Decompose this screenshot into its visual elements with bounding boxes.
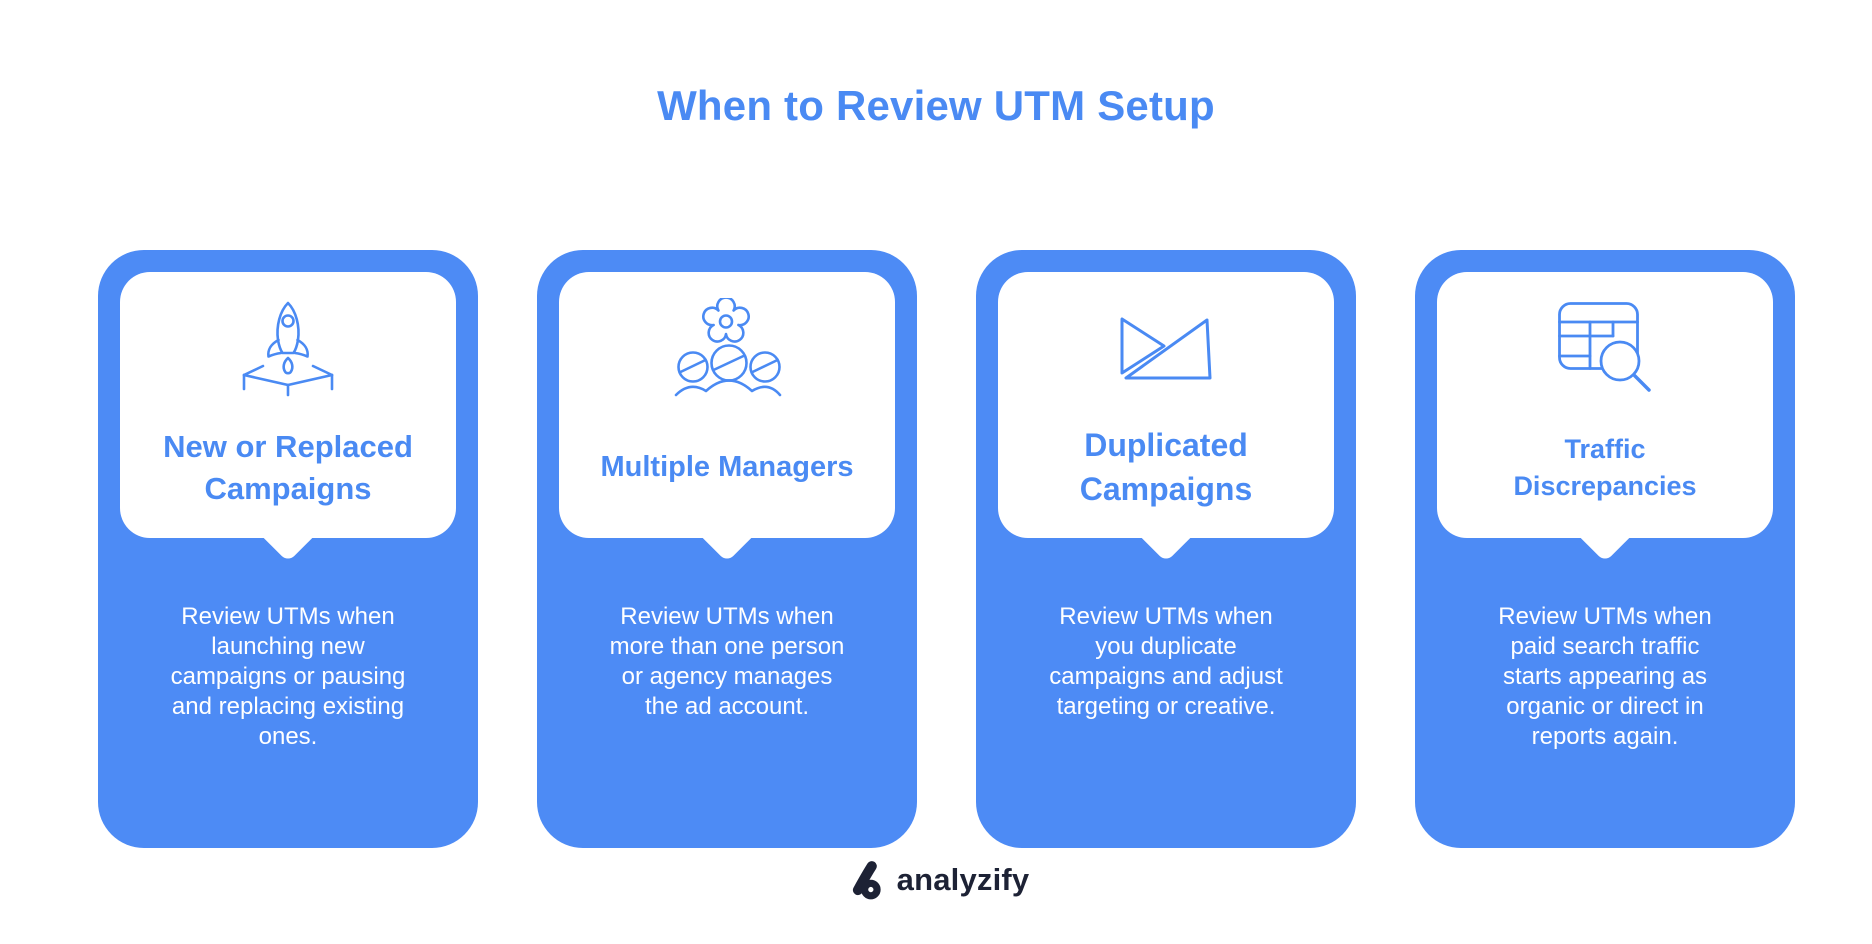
brand-name: analyzify bbox=[896, 862, 1030, 897]
card-duplicated-campaigns: Duplicated Campaigns Review UTMs when yo… bbox=[976, 250, 1356, 848]
rocket-launch-icon bbox=[242, 300, 334, 397]
card-traffic-discrepancies: Traffic Discrepancies Review UTMs when p… bbox=[1415, 250, 1795, 848]
card-description: Review UTMs when you duplicate campaigns… bbox=[1049, 603, 1283, 720]
brand-footer: analyzify bbox=[843, 856, 1030, 904]
card-description: Review UTMs when launching new campaigns… bbox=[170, 603, 406, 750]
team-gear-icon bbox=[672, 298, 782, 398]
card-description: Review UTMs when paid search traffic sta… bbox=[1498, 603, 1712, 750]
card-bubble: Traffic Discrepancies bbox=[1437, 272, 1773, 538]
card-bubble: Multiple Managers bbox=[559, 272, 895, 538]
card-heading: Multiple Managers bbox=[600, 451, 854, 484]
card-heading: Traffic Discrepancies bbox=[1513, 434, 1697, 501]
card-heading: Duplicated Campaigns bbox=[1079, 427, 1253, 507]
page-title: When to Review UTM Setup bbox=[657, 82, 1215, 129]
card-bubble: Duplicated Campaigns bbox=[998, 272, 1334, 538]
duplicate-triangles-icon bbox=[1119, 315, 1213, 381]
analyzify-logo-icon bbox=[843, 857, 887, 903]
card-new-or-replaced-campaigns: New or Replaced Campaigns Review UTMs wh… bbox=[98, 250, 478, 848]
card-heading: New or Replaced Campaigns bbox=[163, 428, 413, 506]
card-description: Review UTMs when more than one person or… bbox=[609, 603, 845, 720]
card-multiple-managers: Multiple Managers Review UTMs when more … bbox=[537, 250, 917, 848]
table-search-icon bbox=[1558, 302, 1652, 394]
cards-row: New or Replaced Campaigns Review UTMs wh… bbox=[98, 250, 1795, 848]
card-bubble: New or Replaced Campaigns bbox=[120, 272, 456, 538]
